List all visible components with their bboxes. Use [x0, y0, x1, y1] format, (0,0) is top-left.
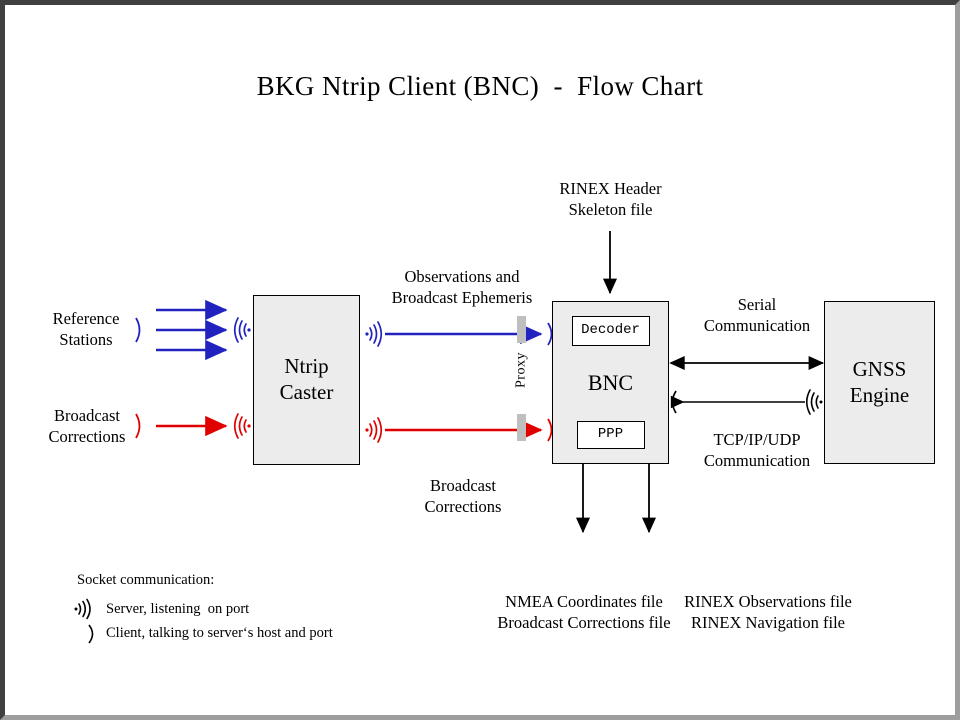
bnc-output-arrows	[575, 464, 657, 534]
gnss-engine-label-1: GNSS	[852, 356, 907, 381]
ntrip-caster-label-1: Ntrip	[284, 354, 329, 379]
gnss-engine-label-2: Engine	[849, 382, 910, 407]
legend-server-antenna-icon	[74, 598, 91, 620]
node-ntrip-caster[interactable]: Ntrip Caster	[253, 295, 360, 465]
reference-stations-label: Reference Stations	[52, 309, 120, 350]
client-paren-icon-blue-in	[547, 322, 553, 346]
tcpip-udp-communication-label: TCP/IP/UDP Communication	[703, 430, 811, 471]
bnc-label: BNC	[587, 370, 634, 396]
rinex-header-arrow	[602, 231, 618, 295]
broadcast-corrections-flow-label: Broadcast Corrections	[424, 476, 502, 517]
node-bnc[interactable]: Decoder BNC PPP	[552, 301, 669, 464]
client-paren-icon-red-in	[547, 418, 553, 442]
legend-server-text: Server, listening on port	[106, 601, 250, 617]
bnc-ppp-box[interactable]: PPP	[576, 420, 645, 449]
legend-client-text: Client, talking to server‘s host and por…	[106, 625, 333, 641]
proxy-bar-top	[517, 316, 526, 343]
bnc-ppp-label: PPP	[597, 426, 624, 443]
bnc-decoder-box[interactable]: Decoder	[571, 316, 650, 346]
observations-ephemeris-label: Observations and Broadcast Ephemeris	[391, 267, 533, 308]
caster-to-bnc-arrows	[365, 321, 553, 443]
legend-title: Socket communication:	[77, 572, 215, 588]
ntrip-caster-label-2: Caster	[279, 380, 334, 404]
client-paren-icon-red	[135, 413, 141, 439]
bnc-decoder-label: Decoder	[581, 322, 640, 339]
broadcast-corrections-source-label: Broadcast Corrections	[48, 406, 126, 447]
bnc-gnss-arrows	[669, 355, 825, 415]
node-gnss-engine[interactable]: GNSS Engine	[824, 301, 935, 464]
proxy-label: Proxy	[513, 352, 529, 388]
server-antenna-icon	[233, 317, 251, 343]
nmea-outputs-label: NMEA Coordinates file Broadcast Correcti…	[497, 591, 671, 633]
rinex-header-skeleton-label: RINEX Header Skeleton file	[559, 179, 662, 220]
serial-communication-label: Serial Communication	[703, 295, 811, 336]
server-antenna-icon-gnss	[805, 389, 823, 415]
server-antenna-icon-red	[233, 413, 251, 439]
legend-client-paren-icon	[88, 624, 94, 644]
proxy-bar-bottom	[517, 414, 526, 441]
client-paren-icon	[135, 317, 141, 343]
client-paren-icon-tcp	[671, 390, 677, 414]
page-title: BKG Ntrip Client (BNC) - Flow Chart	[256, 71, 704, 101]
server-antenna-icon-red-out	[365, 417, 383, 443]
server-antenna-icon-blue-out	[365, 321, 383, 347]
rinex-outputs-label: RINEX Observations file RINEX Navigation…	[684, 591, 852, 633]
reference-stations-arrows	[135, 299, 251, 439]
